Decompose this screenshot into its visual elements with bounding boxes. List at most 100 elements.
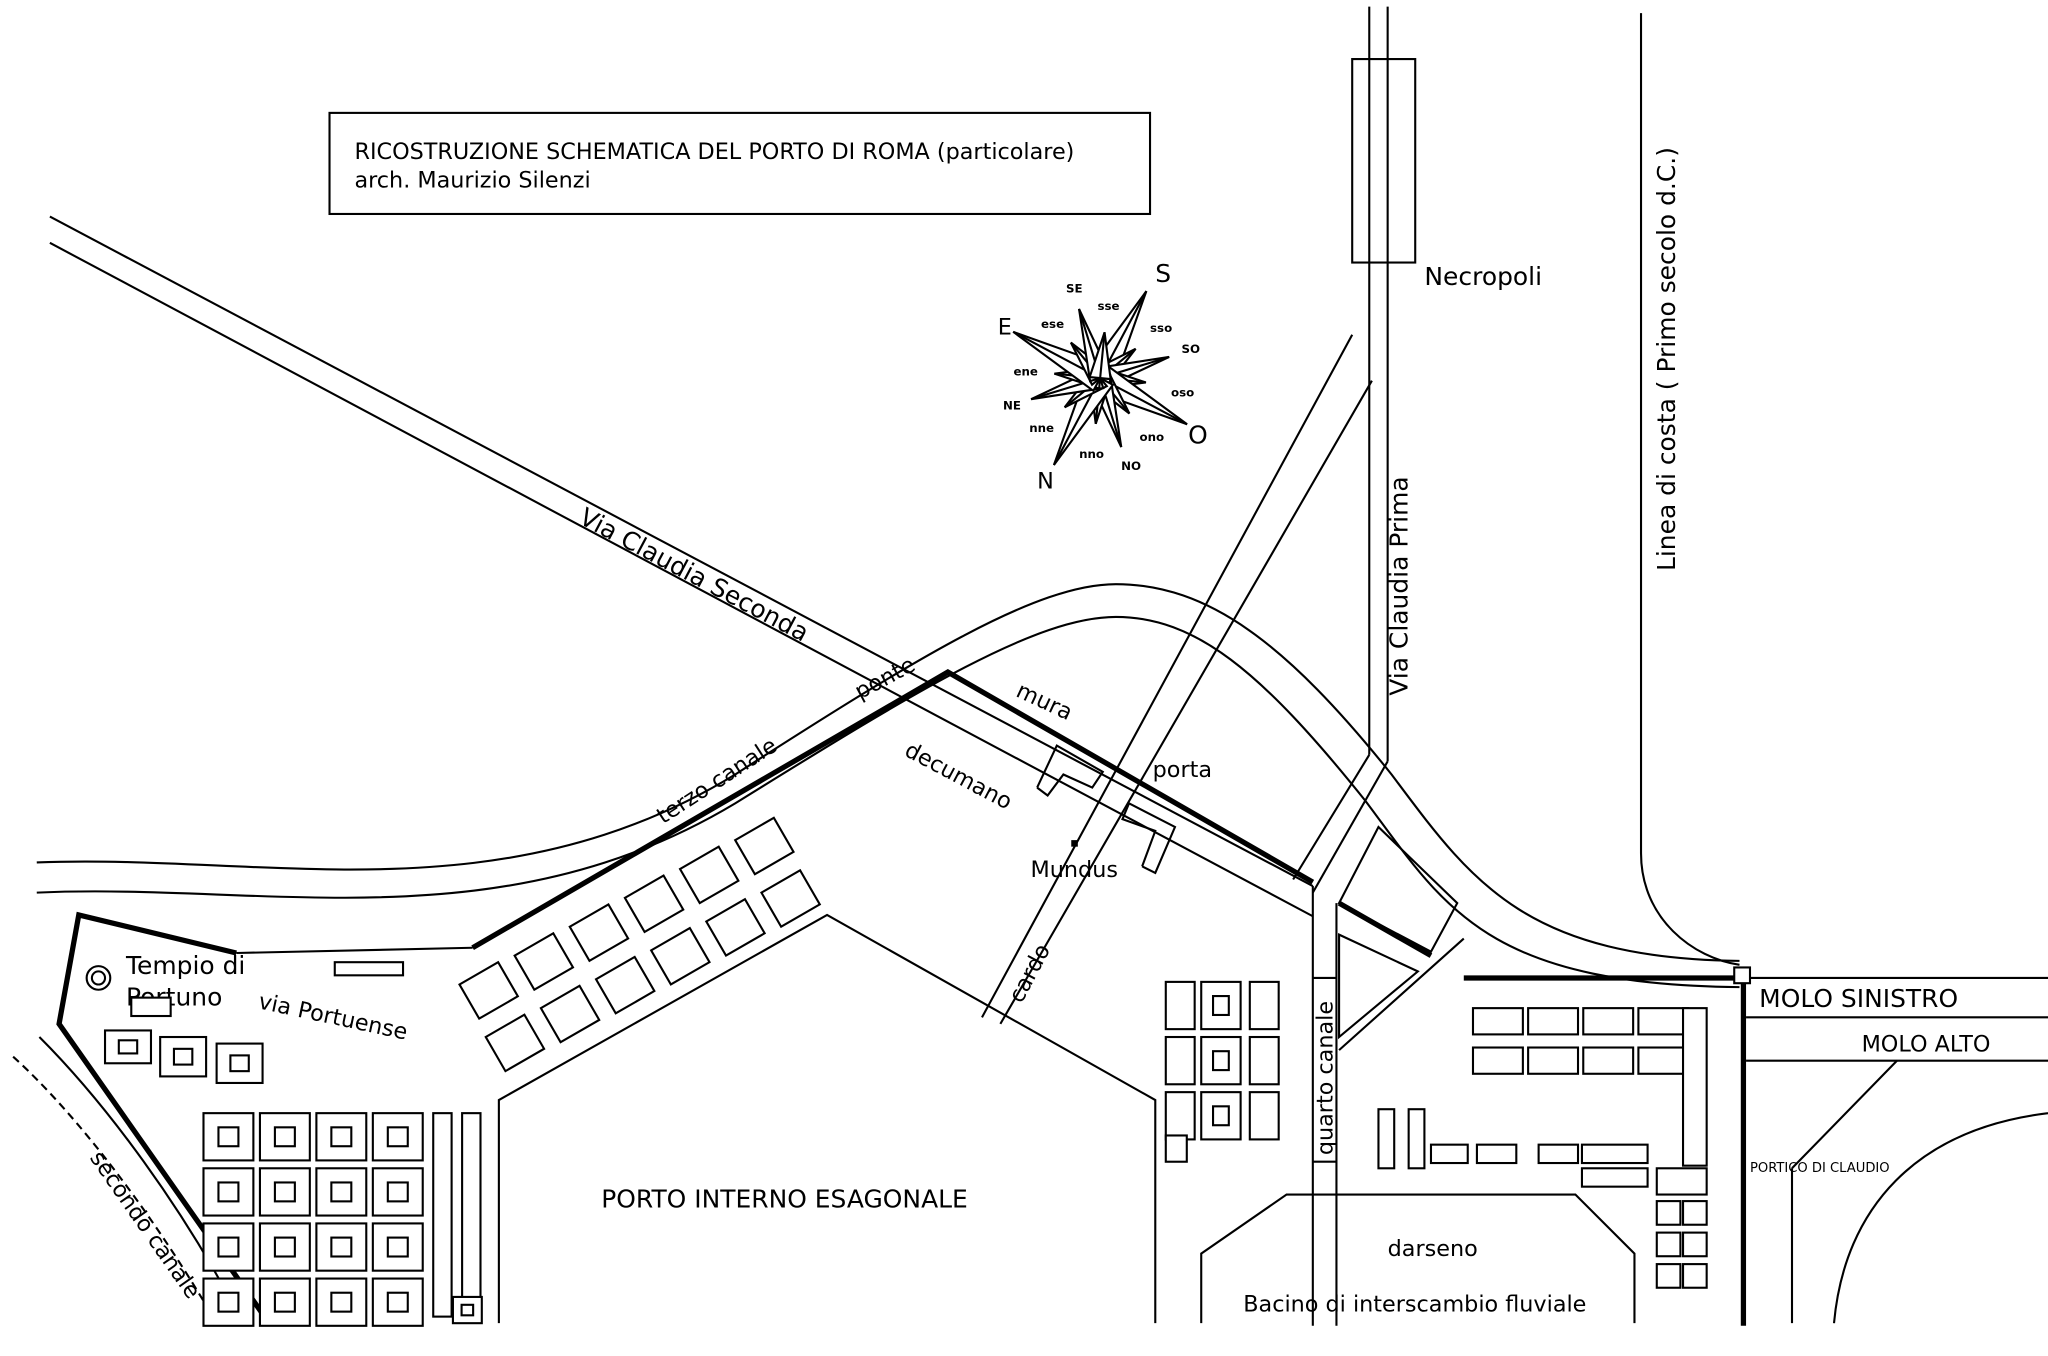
building-block [432,1112,453,1318]
via-claudia-prima-label: Via Claudia Prima [1384,476,1413,695]
compass-SO: SO [1182,342,1201,356]
compass-SE: SE [1066,282,1083,296]
building-block [1537,1143,1580,1165]
building-block [568,903,630,963]
cardo-road [981,334,1373,1025]
building-courtyard [1211,995,1230,1017]
quarto-canale [1311,825,1465,1326]
title-line-2: arch. Maurizio Silenzi [354,168,590,194]
building-block [130,996,172,1018]
building-block [623,874,685,934]
compass-S: S [1155,259,1171,288]
building-courtyard [1211,1105,1230,1127]
molo-alto-label: MOLO ALTO [1862,1031,1991,1057]
building-block [1681,1231,1708,1258]
building-block [704,897,767,958]
tempio-label: Tempio di [125,951,245,980]
darseno-label: darseno [1388,1236,1478,1262]
building-block [539,984,601,1044]
compass-N: N [1037,468,1054,494]
compass-nne: nne [1029,421,1054,435]
building-courtyard [217,1181,240,1203]
building-block [1681,1007,1708,1167]
compass-NO: NO [1121,459,1141,473]
city-walls [56,669,1747,1326]
porto-interno-label: PORTO INTERNO ESAGONALE [601,1185,968,1214]
building-block [594,955,656,1015]
tempio-di-portuno-icon [85,965,112,991]
building-block [315,1112,368,1162]
building-courtyard [330,1291,353,1313]
building-block [513,931,575,992]
building-block [1248,980,1280,1031]
terzo-canale [36,583,1740,989]
building-courtyard [117,1039,139,1055]
building-courtyard [330,1126,353,1148]
building-courtyard [217,1126,240,1148]
building-courtyard [330,1181,353,1203]
compass-O: O [1188,421,1208,450]
molo [1733,966,2048,1324]
building-block [1655,1167,1708,1196]
building-block [1655,1231,1682,1258]
building-block [1248,1035,1280,1086]
bacino-label: Bacino di interscambio fluviale [1243,1291,1586,1317]
portico-label: PORTICO DI CLAUDIO [1750,1161,1890,1176]
building-block [1580,1167,1649,1188]
compass-ese: ese [1041,317,1064,331]
building-block [1164,980,1196,1031]
building-block [461,1112,482,1318]
cardo-label: cardo [1004,940,1056,1007]
building-block [1681,1263,1708,1289]
building-block [1655,1263,1682,1289]
compass-E: E [998,315,1012,341]
mundus-marker [1071,840,1078,847]
building-courtyard [229,1054,250,1073]
building-courtyard [386,1126,409,1148]
building-block [1582,1046,1635,1075]
building-courtyard [330,1236,353,1258]
building-block [1637,1007,1690,1036]
building-block [1471,1007,1524,1036]
title-line-1: RICOSTRUZIONE SCHEMATICA DEL PORTO DI RO… [354,139,1074,165]
building-courtyard [460,1303,475,1317]
compass-oso: oso [1171,385,1194,399]
building-courtyard [273,1181,296,1203]
building-courtyard [386,1236,409,1258]
building-block [733,816,795,876]
building-block [1655,1200,1682,1226]
coastline [1639,13,1740,966]
compass-sso: sso [1150,321,1172,335]
via-claudia-seconda-label: Via Claudia Seconda [575,502,814,647]
building-block [1637,1046,1690,1075]
building-block [1475,1143,1518,1165]
building-block [1248,1091,1280,1141]
mundus-label: Mundus [1031,857,1118,883]
compass-nno: nno [1079,447,1104,461]
building-block [333,961,405,977]
building-block [1681,1200,1708,1226]
gate-structures [1036,744,1177,875]
compass-labels: SE SO NE NO sse ese ene nne nno ono oso … [1003,282,1200,473]
compass-ono: ono [1140,430,1165,444]
building-block [1580,1143,1649,1165]
molo-sinistro-label: MOLO SINISTRO [1759,984,1958,1013]
building-block [678,845,740,905]
porto-interno-esagonale [497,913,1157,1324]
building-block [1164,1091,1196,1141]
compass-NE: NE [1003,399,1021,413]
building-courtyard [172,1047,194,1066]
title-box: RICOSTRUZIONE SCHEMATICA DEL PORTO DI RO… [328,111,1152,216]
building-courtyard [217,1236,240,1258]
building-block [649,926,711,986]
via-portuense-label: via Portuense [256,989,410,1046]
coastline-label: Linea di costa ( Primo secolo d.C.) [1652,147,1681,571]
building-block [1527,1007,1580,1036]
mura-label: mura [1012,678,1076,726]
building-block [1527,1046,1580,1075]
building-courtyard [386,1181,409,1203]
building-block [1429,1143,1469,1165]
building-block [484,1013,546,1073]
building-block [458,960,520,1021]
